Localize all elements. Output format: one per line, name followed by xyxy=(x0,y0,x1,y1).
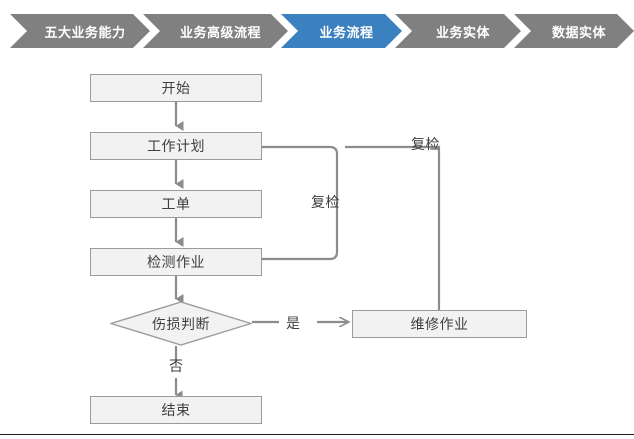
edge-repair-recheck-to-workplan xyxy=(345,145,441,310)
node-inspection-task[interactable]: 检测作业 xyxy=(90,248,262,276)
edge-inspection-recheck-to-workplan xyxy=(192,142,339,261)
breadcrumb-item-2-active[interactable]: 业务流程 xyxy=(281,14,402,48)
diamond-shape xyxy=(110,301,252,346)
breadcrumb-item-0[interactable]: 五大业务能力 xyxy=(10,14,150,48)
node-damage-decision[interactable]: 伤损判断 xyxy=(110,301,252,346)
breadcrumb-item-label: 五大业务能力 xyxy=(44,24,126,40)
edge-label-recheck-outer: 复检 xyxy=(411,136,440,152)
node-label: 检测作业 xyxy=(147,254,205,270)
node-label: 工单 xyxy=(161,196,191,212)
bottom-divider xyxy=(0,434,634,435)
breadcrumb: 五大业务能力 业务高级流程 业务流程 业务实体 数据实体 xyxy=(0,14,634,48)
breadcrumb-item-label: 业务实体 xyxy=(435,24,490,40)
edge-label-recheck-inner: 复检 xyxy=(311,194,340,210)
node-label: 结束 xyxy=(161,402,191,418)
breadcrumb-item-label: 数据实体 xyxy=(551,24,606,40)
edge-label-yes: 是 xyxy=(286,315,301,331)
breadcrumb-item-label: 业务高级流程 xyxy=(179,24,261,40)
flowchart: 开始 工作计划 工单 检测作业 伤损判断 维修作业 结束 复检 复检 是 否 xyxy=(0,56,634,431)
node-label: 伤损判断 xyxy=(152,315,210,332)
node-work-order[interactable]: 工单 xyxy=(90,190,262,218)
node-label: 开始 xyxy=(161,80,191,96)
flowchart-connectors xyxy=(174,102,441,400)
breadcrumb-item-3[interactable]: 业务实体 xyxy=(395,14,521,48)
node-label: 工作计划 xyxy=(147,138,205,154)
breadcrumb-item-label: 业务流程 xyxy=(319,24,374,40)
breadcrumb-item-1[interactable]: 业务高级流程 xyxy=(143,14,288,48)
breadcrumb-item-4[interactable]: 数据实体 xyxy=(514,14,634,48)
node-label: 维修作业 xyxy=(410,316,469,332)
node-end[interactable]: 结束 xyxy=(90,396,262,424)
edge-label-no: 否 xyxy=(169,358,184,374)
node-start[interactable]: 开始 xyxy=(90,74,262,102)
node-repair-task[interactable]: 维修作业 xyxy=(352,310,527,338)
node-work-plan[interactable]: 工作计划 xyxy=(90,132,262,160)
